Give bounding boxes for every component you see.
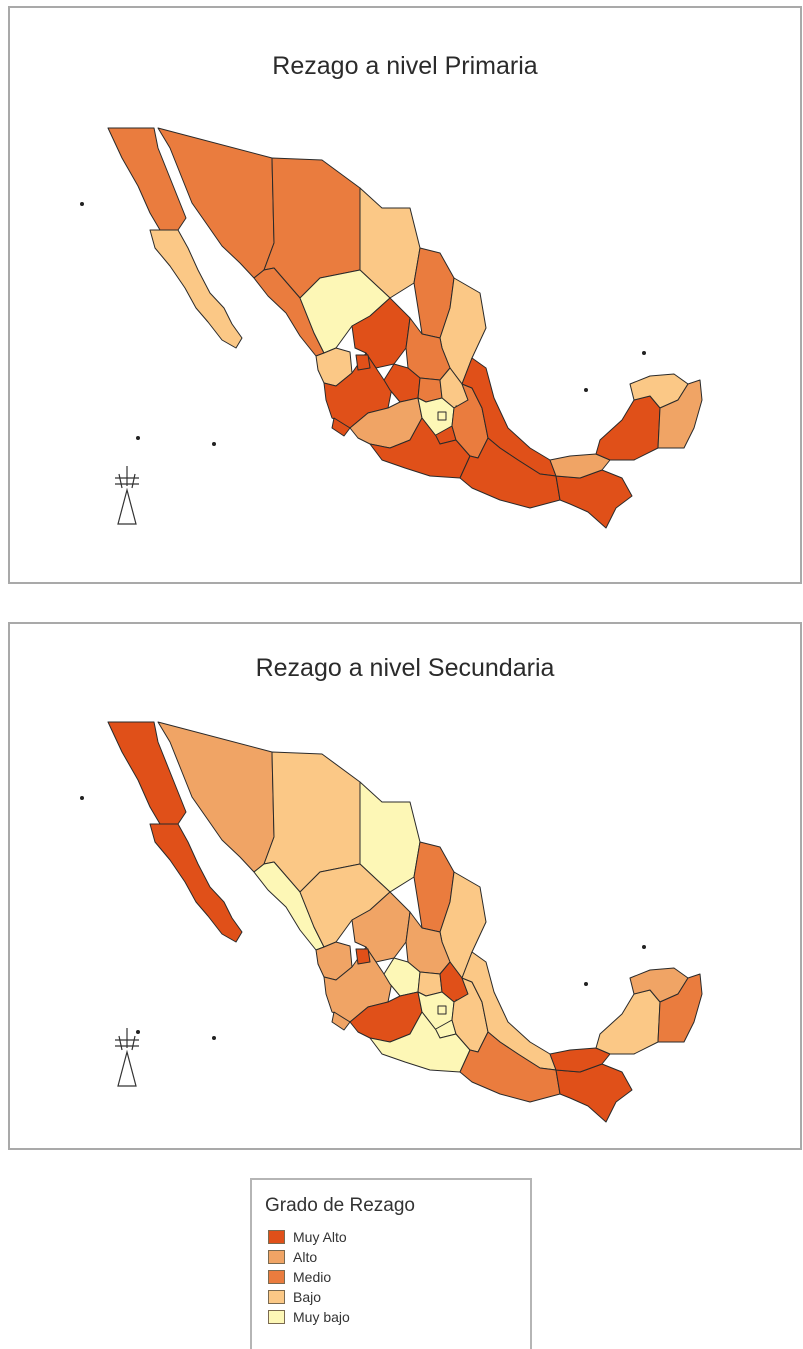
legend-label: Bajo [293,1289,322,1305]
state-tabasco [549,1047,611,1073]
state-zacatecas [351,891,411,963]
legend-item-muy-alto: Muy Alto [268,1227,350,1247]
legend-item-medio: Medio [268,1267,350,1287]
island-3 [642,945,646,949]
island-0 [80,202,84,206]
island-1 [136,436,140,440]
state-aguascalientes [355,354,371,371]
island-2 [212,1036,216,1040]
legend-label: Muy Alto [293,1229,347,1245]
state-colima [331,417,351,437]
legend-item-muy-bajo: Muy bajo [268,1307,350,1327]
island-1 [136,1030,140,1034]
legend-label: Muy bajo [293,1309,350,1325]
legend-item-bajo: Bajo [268,1287,350,1307]
state-baja-california [107,721,187,825]
state-quintana-roo [657,973,703,1043]
legend-label: Alto [293,1249,318,1265]
map-panel-secundaria: Rezago a nivel Secundaria [8,622,802,1150]
map-panel-primaria: Rezago a nivel Primaria [8,6,802,584]
state-chiapas [555,1063,633,1123]
state-cdmx [437,411,447,421]
state-zacatecas [351,297,411,369]
island-2 [212,442,216,446]
island-4 [584,388,588,392]
state-baja-california-sur [149,823,243,943]
legend-title: Grado de Rezago [265,1195,415,1216]
map-title: Rezago a nivel Secundaria [255,654,555,682]
state-aguascalientes [355,948,371,965]
legend-swatch [268,1250,285,1264]
state-tabasco [549,453,611,479]
legend-swatch [268,1270,285,1284]
state-quintana-roo [657,379,703,449]
legend-label: Medio [293,1269,332,1285]
state-colima [331,1011,351,1031]
state-baja-california-sur [149,229,243,349]
map-title: Rezago a nivel Primaria [272,52,538,80]
map-svg-primaria [80,127,703,529]
state-cdmx [437,1005,447,1015]
island-3 [642,351,646,355]
state-campeche [595,989,661,1055]
island-0 [80,796,84,800]
state-chiapas [555,469,633,529]
legend-item-alto: Alto [268,1247,350,1267]
island-4 [584,982,588,986]
map-svg-secundaria [80,721,703,1123]
legend-swatch [268,1310,285,1324]
state-campeche [595,395,661,461]
state-baja-california [107,127,187,231]
legend-swatch [268,1230,285,1244]
legend-swatch [268,1290,285,1304]
